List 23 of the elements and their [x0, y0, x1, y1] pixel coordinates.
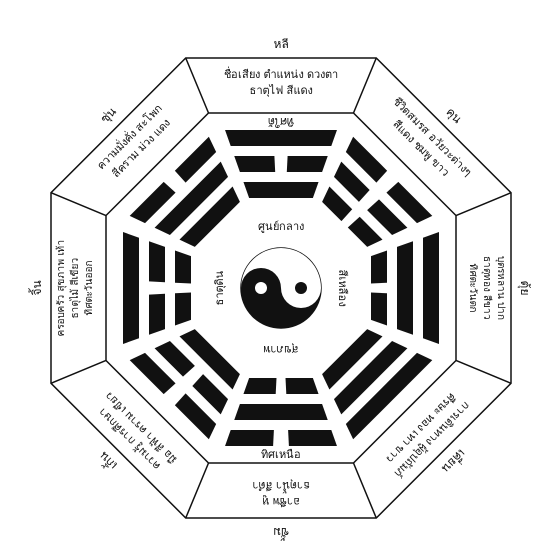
center-label: สีเหลือง: [335, 270, 350, 306]
segment-text: ธาตุไม้ สีเขียว: [68, 257, 82, 319]
center-label: ธาตุดิน: [212, 270, 227, 306]
segment-text: อาชีพ หู: [262, 494, 300, 510]
center-label: สุขภาพ: [264, 342, 298, 358]
trigram-name: ขั้ม: [273, 524, 289, 540]
direction-label: ทิศเหนือ: [261, 447, 301, 463]
trigram-name: หลี: [274, 36, 288, 52]
trigram-name: จิ้น: [29, 280, 45, 296]
center-label: ศูนย์กลาง: [258, 219, 304, 235]
trigram-name: คุน: [442, 104, 465, 127]
trigram-name: ซุ่น: [97, 104, 120, 127]
segment-text: ชื่อเสียง ตำแหน่ง ดวงตา: [224, 66, 338, 82]
segment-text: ธาตุน้ำ สีดำ: [252, 478, 310, 494]
trigram-name: ตุ้ย: [517, 280, 533, 296]
trigram-name: เกิ้น: [96, 448, 121, 473]
segment-text: ธาตุทอง สีขาว: [480, 256, 494, 320]
segment-text: ครอบครัว สุขภาพ เท้า: [54, 239, 68, 337]
segment-text: ทิศตะวันตก: [466, 264, 480, 312]
segment-text: บุตรหลาน ปาก: [494, 256, 508, 320]
segment-text: ทิศตะวันออก: [82, 260, 96, 316]
segment-text: ธาตุไฟ สีแดง: [249, 82, 313, 98]
direction-label: ทิศใต้: [268, 114, 294, 130]
